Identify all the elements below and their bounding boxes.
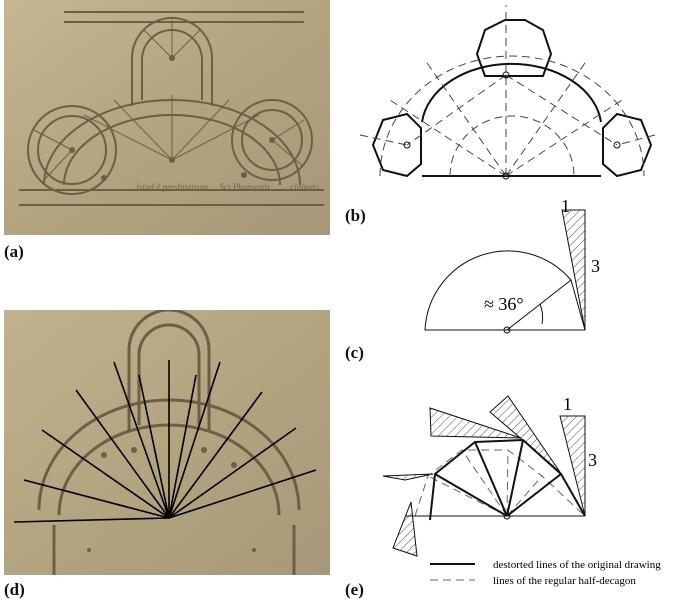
ratio-top-c: 1 [561, 200, 570, 216]
drawing-b [355, 0, 685, 210]
manuscript-drawing-d [4, 310, 330, 575]
ratio-side-c: 3 [591, 256, 600, 276]
legend-dashed: lines of the regular half-decagon [493, 575, 636, 587]
label-e: (e) [345, 580, 364, 599]
photo-d [4, 310, 330, 575]
ratio-top-e: 1 [563, 394, 572, 414]
manuscript-drawing-a: Istud ẽ presbiterium ... Sci Pharaonis .… [4, 0, 330, 235]
label-a: (a) [4, 242, 24, 261]
ratio-side-e: 3 [588, 450, 597, 470]
manuscript-text: Istud ẽ presbiterium ... Sci Pharaonis .… [135, 182, 320, 192]
label-b: (b) [345, 206, 366, 225]
legend-solid: destorted lines of the original drawing [493, 559, 661, 571]
diagram-c: ≈ 36° 1 3 [420, 196, 640, 340]
diagram-e: 1 3 destorted lines of the original draw… [375, 380, 685, 602]
label-d: (d) [4, 580, 25, 599]
photo-a: Istud ẽ presbiterium ... Sci Pharaonis .… [4, 0, 330, 235]
label-c: (c) [345, 343, 364, 362]
angle-label: ≈ 36° [484, 294, 524, 314]
